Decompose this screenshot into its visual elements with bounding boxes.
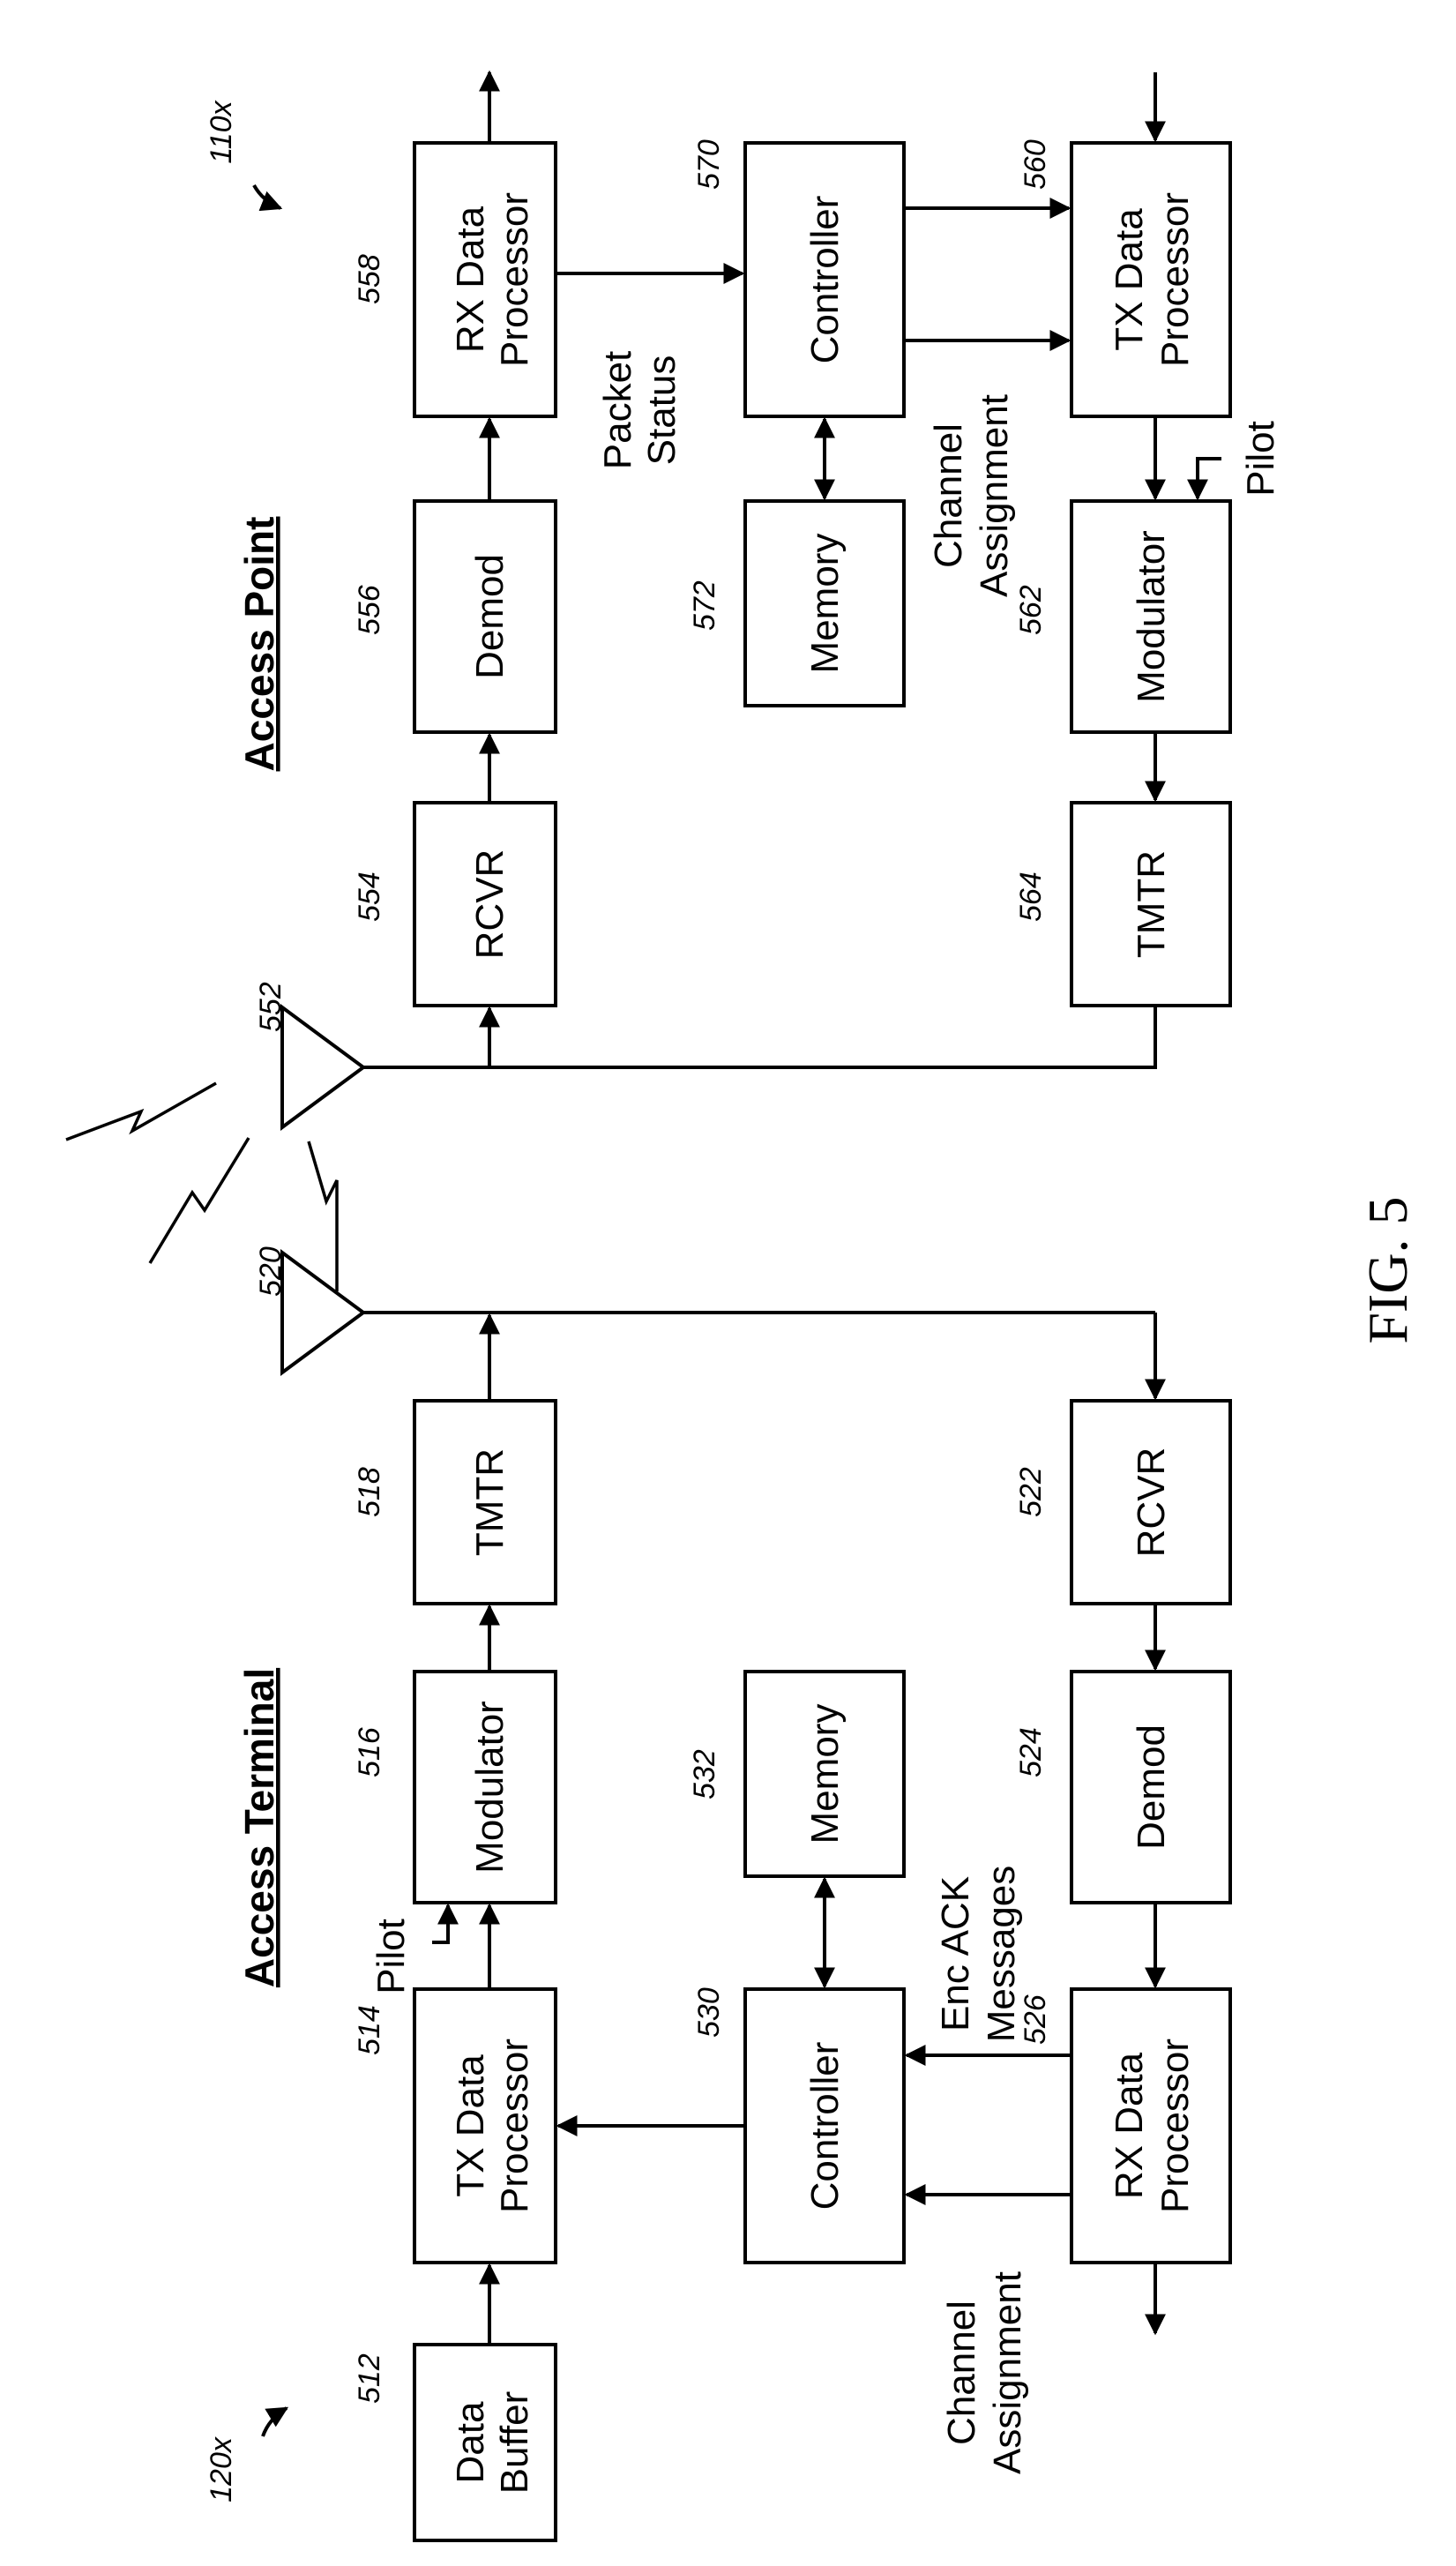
ap-controller-ref: 570 [692, 139, 726, 190]
at-pilot-label: Pilot [370, 1919, 413, 1994]
at-data-buffer-ref: 512 [353, 2353, 386, 2404]
at-modulator-label: Modulator [468, 1701, 511, 1874]
ap-modulator-ref: 562 [1014, 585, 1048, 635]
ap-packet-status-line1: Packet [596, 351, 639, 470]
ap-tx-data-processor-ref: 560 [1019, 139, 1052, 190]
at-controller-ref: 530 [692, 1987, 726, 2038]
ap-controller-label: Controller [803, 196, 847, 364]
ap-ref-pointer [254, 185, 280, 208]
at-tx-data-processor-line1: TX Data [449, 2054, 492, 2197]
ap-demod-ref: 556 [353, 585, 386, 635]
at-modulator-ref: 516 [353, 1727, 386, 1777]
ap-tx-data-processor-line1: TX Data [1108, 208, 1151, 351]
at-antenna [282, 1253, 363, 1373]
at-controller-label: Controller [803, 2042, 847, 2211]
at-rx-data-processor-box [1071, 1989, 1230, 2263]
at-tx-data-processor-ref: 514 [353, 2005, 386, 2055]
ap-antenna-triangle [282, 1007, 363, 1127]
figure-label: FIG. 5 [1356, 1196, 1419, 1343]
ap-modulator-label: Modulator [1130, 530, 1173, 703]
ap-channel-assignment-line2: Assignment [973, 394, 1016, 597]
ap-rcvr-ref: 554 [353, 872, 386, 922]
at-demod-label: Demod [1130, 1724, 1173, 1850]
ap-tmtr-label: TMTR [1130, 850, 1173, 958]
wireless-link-bolt-2 [150, 1138, 249, 1263]
at-system-ref: 120x [205, 2436, 238, 2502]
ap-tmtr-ref: 564 [1014, 872, 1048, 922]
wireless-link-bolt-1 [66, 1083, 216, 1140]
ap-demod-label: Demod [468, 554, 511, 679]
at-rx-data-processor-line1: RX Data [1108, 2052, 1151, 2199]
at-channel-assignment-line2: Assignment [986, 2271, 1029, 2474]
ap-packet-status-line2: Status [640, 355, 683, 466]
at-rcvr-label: RCVR [1130, 1448, 1173, 1558]
ap-rcvr-label: RCVR [468, 849, 511, 960]
at-rx-data-processor-ref: 526 [1019, 1994, 1052, 2045]
at-data-buffer-line1: Data [449, 2401, 492, 2483]
at-memory-label: Memory [803, 1704, 847, 1844]
at-rx-data-processor-line2: Processor [1154, 2039, 1197, 2213]
at-data-buffer-line2: Buffer [493, 2391, 536, 2495]
wireless-link-bolt-3 [309, 1141, 337, 1291]
at-demod-ref: 524 [1014, 1727, 1048, 1777]
ap-system-ref: 110x [205, 100, 238, 163]
ap-tx-data-processor-line2: Processor [1154, 192, 1197, 367]
at-rcvr-ref: 522 [1014, 1467, 1048, 1517]
at-tmtr-ref: 518 [353, 1467, 386, 1517]
at-title: Access Terminal [236, 1668, 282, 1987]
ap-rx-data-processor-line2: Processor [493, 192, 536, 367]
ap-pilot-label: Pilot [1239, 421, 1282, 497]
ap-memory-ref: 572 [688, 580, 721, 631]
at-memory-ref: 532 [688, 1749, 721, 1799]
ap-memory-label: Memory [803, 534, 847, 674]
at-tx-data-processor-line2: Processor [493, 2039, 536, 2213]
ap-title: Access Point [236, 517, 282, 772]
at-ref-pointer [263, 2408, 287, 2436]
ap-tx-data-processor-box [1071, 143, 1230, 416]
at-enc-ack-line1: Enc ACK [934, 1876, 977, 2031]
at-enc-ack-line2: Messages [980, 1866, 1023, 2043]
ap-rx-data-processor-ref: 558 [353, 254, 386, 304]
at-antenna-ref: 520 [254, 1246, 287, 1297]
at-channel-assignment-line1: Channel [940, 2300, 983, 2445]
ap-channel-assignment-line1: Channel [927, 423, 970, 568]
at-tmtr-label: TMTR [468, 1448, 511, 1556]
ap-antenna-ref: 552 [254, 982, 287, 1032]
ap-rx-data-processor-line1: RX Data [449, 206, 492, 353]
